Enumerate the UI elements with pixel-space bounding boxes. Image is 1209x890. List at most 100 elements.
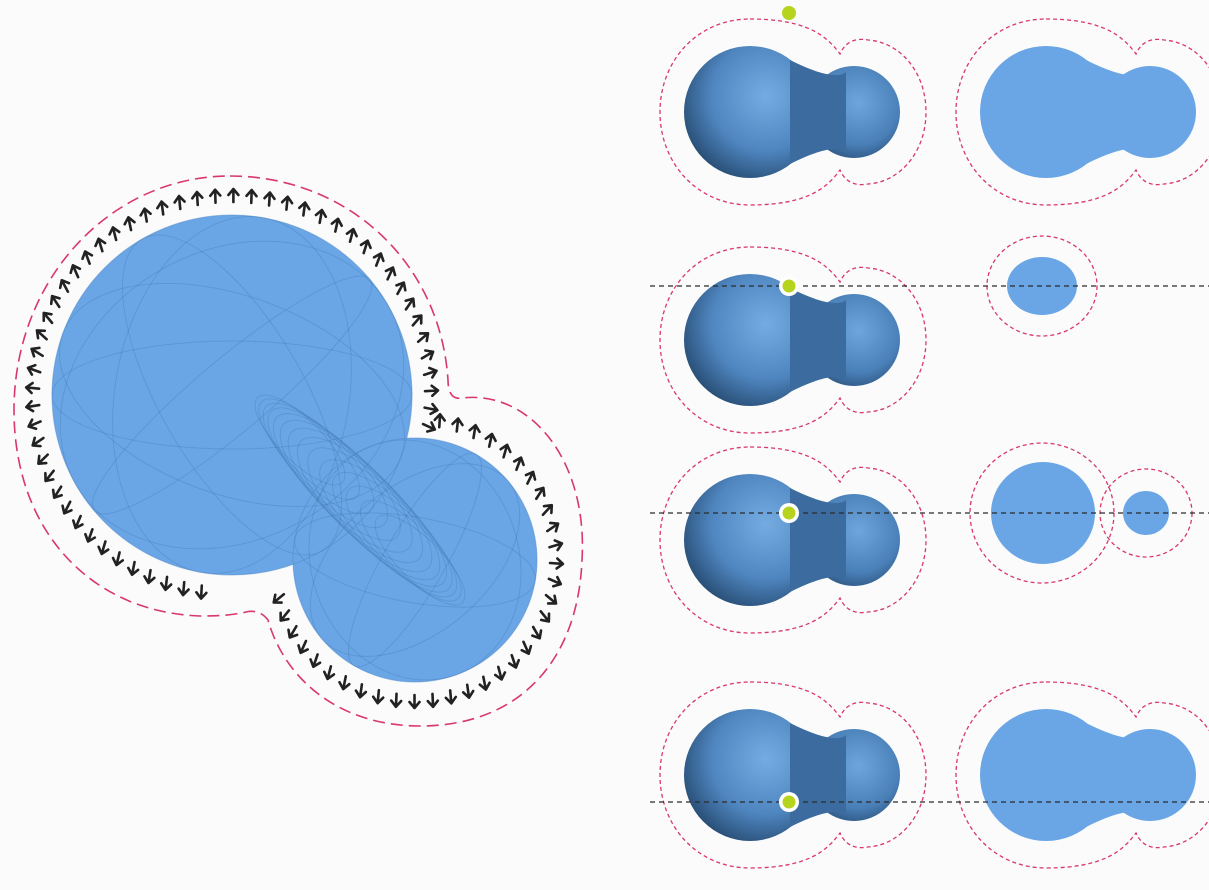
normal-arrow — [359, 239, 372, 255]
normal-arrow — [279, 609, 291, 622]
panel-row-2 — [650, 235, 1209, 434]
normal-arrows — [24, 187, 565, 710]
normal-arrow — [280, 195, 294, 211]
wire-neck-ring — [279, 419, 413, 553]
normal-arrow — [534, 486, 546, 501]
normal-arrow — [499, 443, 512, 459]
normal-arrow — [81, 250, 94, 265]
normal-arrow — [298, 201, 311, 217]
normal-arrow — [314, 208, 328, 225]
offset-boundary — [659, 446, 927, 634]
sphere-render — [659, 246, 927, 434]
normal-arrow — [426, 692, 440, 709]
normal-arrow — [372, 252, 385, 267]
normal-arrow — [71, 514, 84, 530]
probe-point — [782, 506, 796, 520]
normal-arrow — [126, 560, 140, 577]
normal-arrow — [330, 217, 343, 233]
normal-arrow — [411, 314, 423, 327]
main-blob-figure — [13, 175, 584, 727]
section-panels — [650, 6, 1209, 869]
left-lobe — [980, 46, 1112, 178]
sphere-render — [659, 681, 927, 869]
normal-arrow — [531, 625, 543, 640]
offset-boundary — [659, 18, 927, 206]
normal-arrow — [389, 692, 403, 709]
wire-neck-ring — [262, 402, 375, 515]
probe-point — [782, 279, 796, 293]
normal-arrow — [159, 575, 173, 592]
normal-arrow — [139, 207, 152, 223]
left-lobe — [684, 46, 816, 178]
wire-neck-ring — [307, 447, 441, 581]
sphere-render — [659, 18, 927, 206]
normal-arrow — [227, 187, 240, 204]
normal-arrow — [546, 521, 560, 533]
normal-arrow — [541, 503, 554, 517]
wire-neck-ring — [254, 394, 346, 486]
normal-arrow — [31, 436, 45, 448]
normal-arrow — [111, 551, 125, 567]
probe-point — [782, 6, 796, 20]
normal-arrow — [123, 216, 136, 232]
neck — [790, 488, 846, 592]
normal-arrow — [345, 227, 358, 243]
sphere-render — [659, 446, 927, 634]
normal-arrow — [547, 575, 563, 588]
wire-neck-ring — [374, 514, 466, 606]
normal-arrow — [444, 689, 458, 705]
neck — [790, 723, 846, 827]
normal-arrow — [451, 417, 464, 433]
normal-arrow — [478, 675, 491, 691]
left-lobe — [980, 709, 1112, 841]
normal-arrow — [26, 363, 42, 376]
normal-arrow — [287, 624, 299, 639]
normal-arrow — [354, 683, 368, 699]
normal-arrow — [42, 311, 54, 325]
normal-arrow — [338, 675, 351, 691]
normal-arrow — [548, 557, 565, 570]
normal-arrow — [44, 469, 55, 483]
offset-boundary — [955, 681, 1209, 869]
normal-arrow — [484, 432, 497, 448]
normal-arrow — [97, 540, 110, 556]
wire-neck-ring — [359, 499, 462, 602]
panel-row-1 — [659, 6, 1209, 206]
normal-arrow — [395, 281, 407, 296]
normal-arrow — [423, 384, 440, 398]
normal-arrow — [422, 366, 438, 379]
normal-arrow — [404, 297, 416, 311]
neck — [1086, 60, 1142, 164]
normal-arrow — [156, 200, 169, 216]
panel-row-3 — [650, 442, 1209, 634]
normal-arrow — [371, 688, 385, 705]
wire-neck-ring — [287, 427, 424, 564]
normal-arrow — [173, 194, 186, 211]
normal-arrow — [51, 485, 63, 499]
normal-arrow — [263, 191, 276, 207]
normal-arrow — [94, 237, 107, 253]
wire-neck-ring — [319, 459, 448, 588]
normal-arrow — [297, 639, 309, 655]
normal-arrow — [37, 453, 50, 465]
normal-arrow — [539, 610, 551, 623]
main-blob-body — [51, 214, 538, 683]
probe-point — [782, 795, 796, 809]
normal-arrow — [548, 539, 564, 552]
section-disc-large — [991, 462, 1095, 564]
wire-neck-ring — [331, 471, 453, 593]
offset-boundary — [955, 18, 1209, 206]
normal-arrow — [309, 653, 322, 669]
cross-section — [955, 681, 1209, 869]
main-offset-boundary — [13, 175, 584, 727]
normal-arrow — [512, 456, 525, 472]
neck — [790, 60, 846, 164]
offset-boundary — [659, 681, 927, 869]
normal-arrow — [272, 592, 286, 604]
normal-arrow — [520, 640, 533, 655]
cross-section — [955, 18, 1209, 206]
normal-arrow — [143, 568, 156, 585]
normal-arrow — [461, 683, 475, 699]
normal-arrow — [384, 266, 397, 281]
